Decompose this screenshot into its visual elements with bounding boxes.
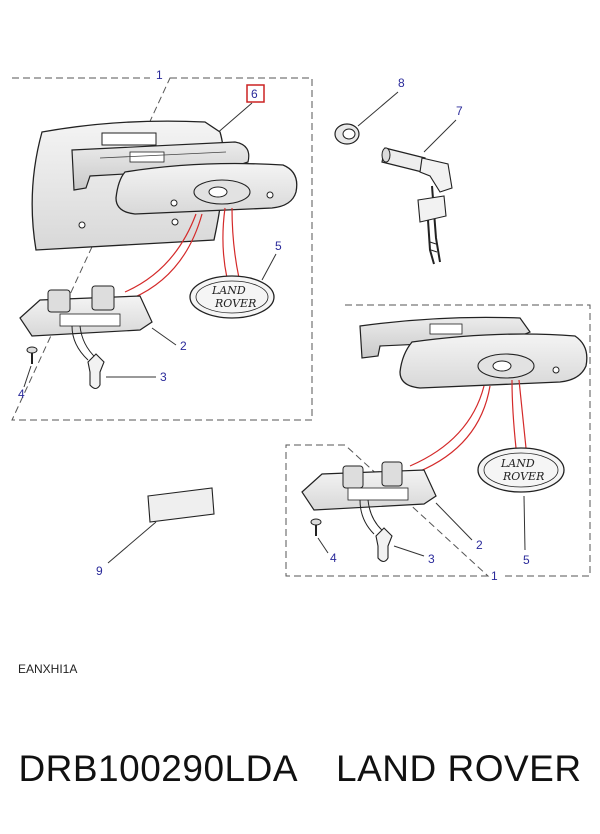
svg-text:LAND: LAND — [211, 284, 246, 297]
wires-bottom — [409, 379, 527, 473]
switch-housing-bottom — [301, 461, 437, 535]
svg-text:ROVER: ROVER — [502, 470, 544, 483]
diagram-reference-code: EANXHI1A — [18, 662, 78, 676]
callout-2-bottom: 2 — [476, 538, 483, 552]
handle-frame — [71, 141, 250, 191]
switch-housing-top — [19, 285, 153, 361]
tailgate-handle-bottom — [399, 333, 588, 389]
callout-5-bottom: 5 — [523, 553, 530, 567]
leader-2-bottom — [435, 502, 473, 541]
part-number: DRB100290LDA — [18, 748, 298, 789]
assembly-boundary-top — [11, 77, 313, 421]
callout-6: 6 — [251, 87, 258, 101]
leader-2-top — [151, 327, 177, 346]
leader-4-bottom — [317, 537, 329, 554]
leader-6 — [214, 102, 253, 136]
callout-1-bottom: 1 — [491, 569, 498, 583]
leader-5-bottom — [523, 495, 526, 551]
svg-text:LAND: LAND — [500, 457, 535, 470]
callout-4-bottom: 4 — [330, 551, 337, 565]
callout-2-top: 2 — [180, 339, 187, 353]
callout-3-bottom: 3 — [428, 552, 435, 566]
grommet — [334, 123, 360, 145]
callout-9: 9 — [96, 564, 103, 578]
leader-5-top — [261, 253, 277, 281]
land-rover-badge-bottom: LAND ROVER — [477, 447, 565, 493]
tailgate-handle-top — [115, 162, 298, 215]
callout-8: 8 — [398, 76, 405, 90]
land-rover-badge-top: LAND ROVER — [189, 275, 275, 319]
product-caption: DRB100290LDA LAND ROVER — [0, 748, 600, 790]
callout-3-top: 3 — [160, 370, 167, 384]
leader-4-top — [23, 365, 32, 388]
lock-barrel-and-keys — [381, 147, 453, 265]
leader-8 — [357, 91, 399, 127]
wires-top — [124, 207, 240, 299]
bulb-bottom — [375, 527, 393, 563]
callout-1-top: 1 — [156, 68, 163, 82]
callout-6-highlight-box — [246, 84, 265, 103]
svg-text:ROVER: ROVER — [214, 297, 256, 310]
label-plate — [147, 487, 215, 523]
screw-bottom — [310, 518, 322, 536]
callout-5-top: 5 — [275, 239, 282, 253]
bulb-top — [87, 353, 105, 390]
leader-7 — [423, 119, 457, 153]
leader-3-bottom — [393, 545, 425, 557]
callout-7: 7 — [456, 104, 463, 118]
callout-4-top: 4 — [18, 387, 25, 401]
screw-top — [26, 346, 38, 364]
leader-9 — [107, 521, 157, 564]
brand-name: LAND ROVER — [336, 748, 582, 789]
